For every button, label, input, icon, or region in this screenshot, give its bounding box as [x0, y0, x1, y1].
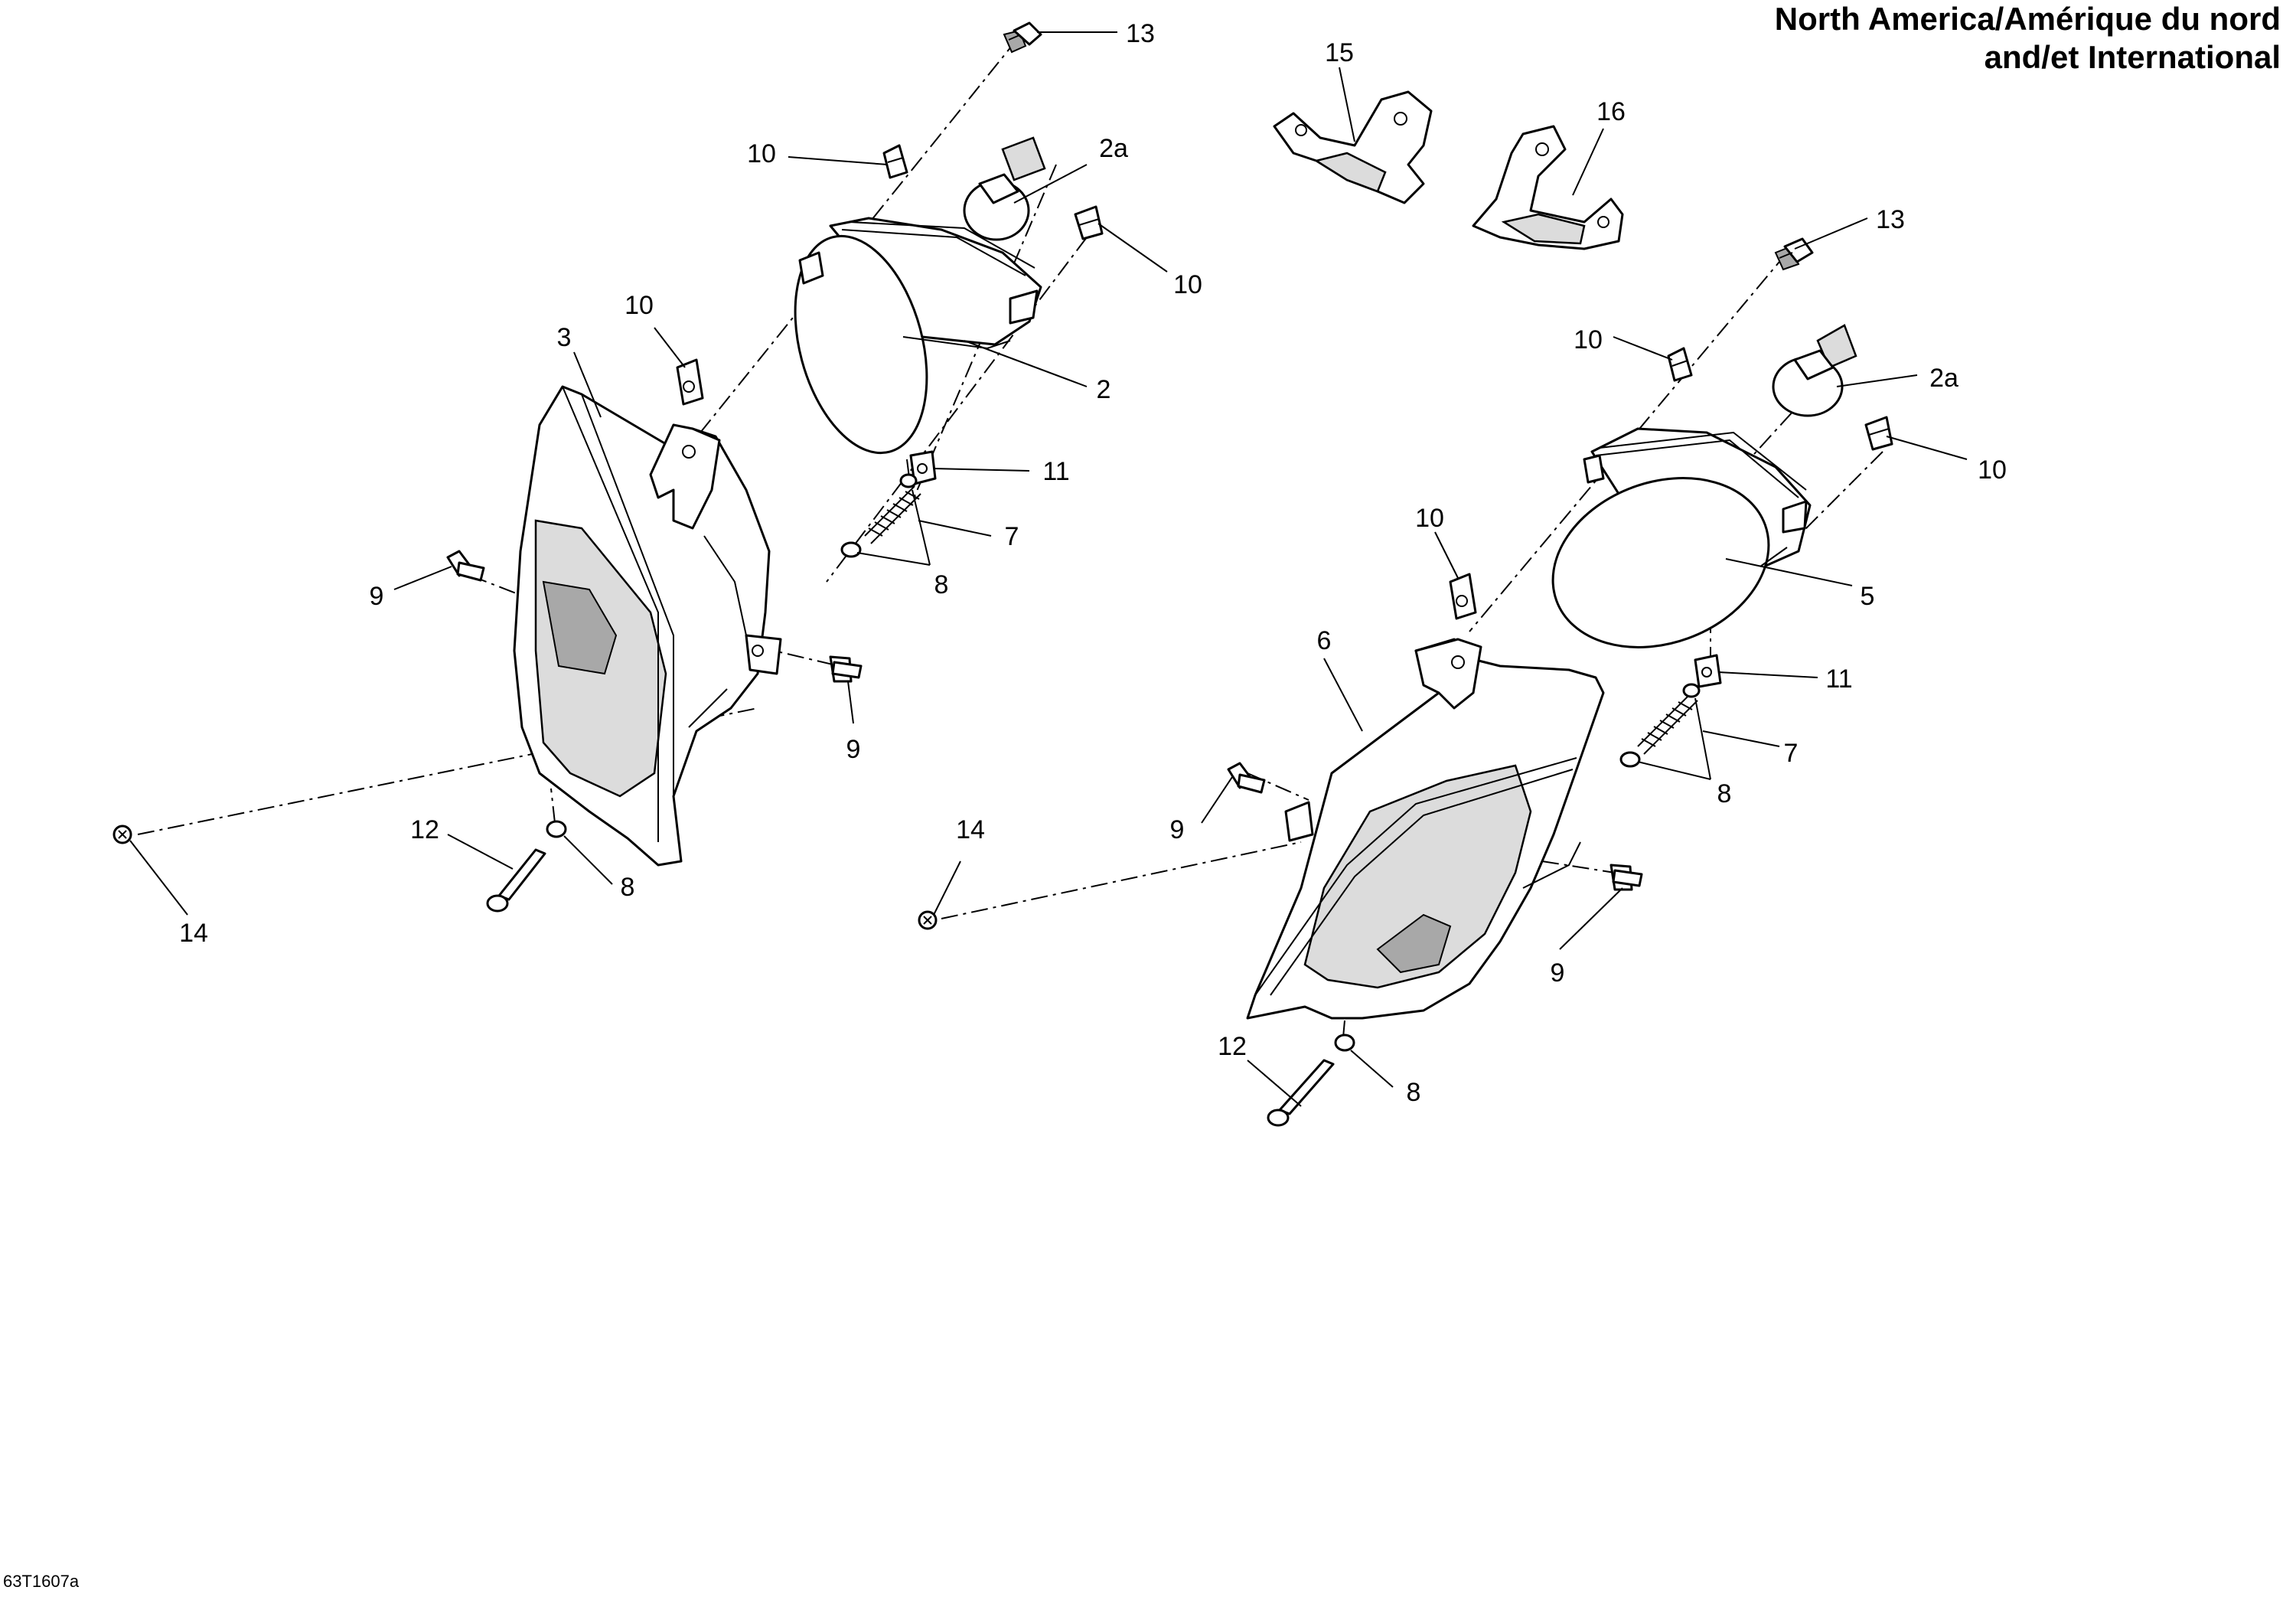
callout: 7	[1005, 522, 1019, 551]
callout: 16	[1596, 97, 1626, 126]
right-clip-10-top	[1667, 347, 1693, 382]
callout: 12	[1218, 1032, 1247, 1061]
left-nut-14	[113, 824, 132, 844]
left-headlight-lamp	[794, 217, 1042, 455]
right-spring-7	[1637, 692, 1698, 755]
right-nut-14	[918, 910, 938, 930]
right-headlight-lamp	[1551, 427, 1812, 648]
leader-lines	[129, 31, 1968, 1107]
callout: 10	[1415, 504, 1444, 533]
callout: 9	[846, 735, 861, 764]
left-washers-8	[546, 473, 918, 838]
callout: 8	[621, 873, 635, 902]
callout: 15	[1325, 38, 1354, 67]
callout: 5	[1861, 582, 1875, 611]
right-screw-12	[1267, 1059, 1335, 1127]
right-bulb	[1772, 324, 1857, 417]
callout: 12	[410, 815, 439, 844]
callout: 11	[1042, 457, 1069, 486]
callout: 10	[1574, 325, 1603, 354]
callout: 14	[179, 919, 208, 948]
right-rivet-9-a	[1227, 762, 1266, 794]
right-headlight-housing	[1246, 638, 1605, 1020]
callout: 8	[1717, 779, 1732, 808]
left-screw-13	[1003, 21, 1042, 54]
callout: 13	[1126, 19, 1155, 48]
callout: 2a	[1099, 134, 1128, 163]
right-clip-10-mid	[1449, 573, 1477, 620]
callout: 8	[1407, 1078, 1421, 1107]
left-clip-11	[909, 450, 937, 485]
callout: 9	[1170, 815, 1185, 844]
left-bulb	[963, 136, 1046, 241]
callout: 8	[934, 570, 949, 599]
left-clip-10-right	[1074, 205, 1104, 240]
left-clip-10-mid	[676, 358, 704, 406]
callout: 2	[1097, 375, 1111, 404]
left-rivet-9-b	[829, 655, 863, 683]
document-id: 63T1607a	[3, 1572, 80, 1591]
right-clip-10-right	[1864, 416, 1893, 451]
left-rivet-9-a	[446, 550, 485, 582]
region-title-line1: North America/Amérique du nord	[1774, 1, 2281, 37]
callout: 14	[956, 815, 985, 844]
callout: 10	[1173, 270, 1202, 299]
callout: 10	[1978, 456, 2007, 485]
callout-labels: 13 10 2a 10 10 3 2 11 7 8 9 9 12 8 14 15…	[179, 19, 2007, 1107]
region-title-line2: and/et International	[1984, 39, 2281, 75]
callout: 7	[1784, 739, 1799, 768]
callout: 10	[747, 139, 776, 168]
callout: 9	[1551, 958, 1565, 988]
right-rivet-9-b	[1609, 864, 1643, 891]
bracket-15	[1273, 90, 1433, 204]
callout: 13	[1876, 205, 1905, 234]
callout: 10	[625, 291, 654, 320]
left-clip-10-top	[882, 144, 908, 179]
right-washers-8	[1334, 683, 1701, 1052]
callout: 3	[557, 323, 572, 352]
left-screw-12	[486, 848, 546, 913]
left-headlight-housing	[513, 385, 782, 867]
bracket-16	[1472, 125, 1624, 250]
callout: 9	[370, 582, 384, 611]
right-clip-11	[1694, 654, 1722, 688]
callout: 6	[1317, 626, 1332, 655]
region-title: North America/Amérique du nord and/et In…	[1775, 0, 2281, 77]
left-spring-7	[864, 485, 921, 544]
callout: 2a	[1929, 364, 1958, 393]
callout: 11	[1825, 664, 1852, 694]
